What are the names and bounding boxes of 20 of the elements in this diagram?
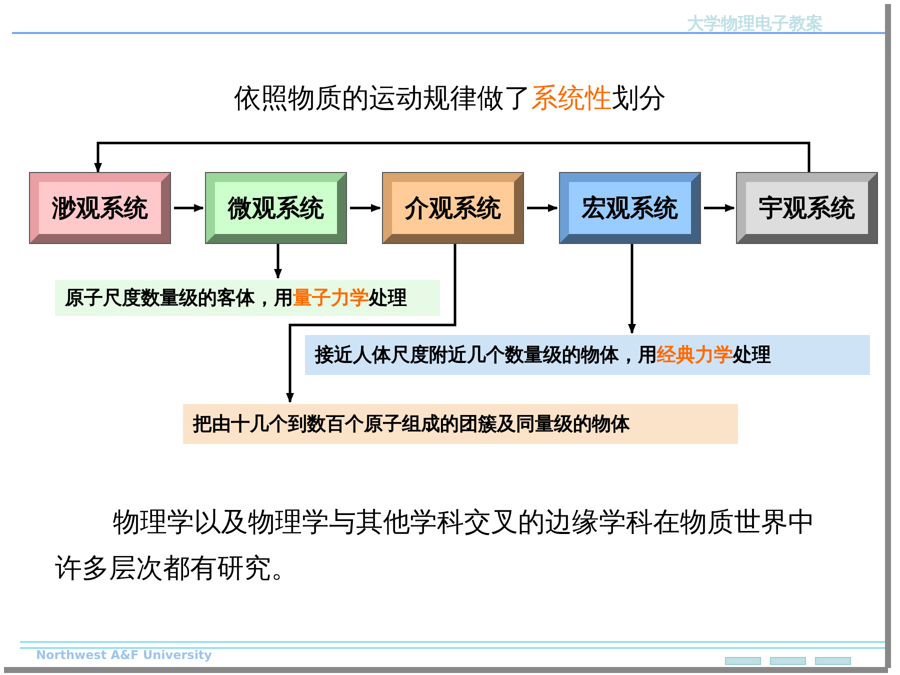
system-box: 微观系统 [206, 173, 346, 243]
arrow [350, 204, 381, 212]
note-band: 原子尺度数量级的客体，用量子力学处理 [55, 280, 440, 316]
arrow [286, 243, 456, 403]
arrow [527, 204, 558, 212]
note-band: 把由十几个到数百个原子组成的团簇及同量级的物体 [183, 404, 738, 444]
system-box: 渺观系统 [30, 173, 170, 243]
paragraph: 物理学以及物理学与其他学科交叉的边缘学科在物质世界中许多层次都有研究。 [55, 506, 816, 586]
footer-text: Northwest A&F University [36, 648, 213, 662]
arrow [704, 204, 735, 212]
header-text: 大学物理电子教案 [686, 13, 824, 35]
system-box: 宇观系统 [737, 173, 877, 243]
system-box: 介观系统 [383, 173, 523, 243]
arrow [94, 142, 810, 173]
arrow [274, 243, 282, 279]
system-box: 宏观系统 [560, 173, 700, 243]
title: 依照物质的运动规律做了系统性划分 [233, 82, 667, 116]
arrow [628, 243, 636, 334]
arrow [174, 204, 204, 212]
note-band: 接近人体尺度附近几个数量级的物体，用经典力学处理 [305, 335, 870, 375]
